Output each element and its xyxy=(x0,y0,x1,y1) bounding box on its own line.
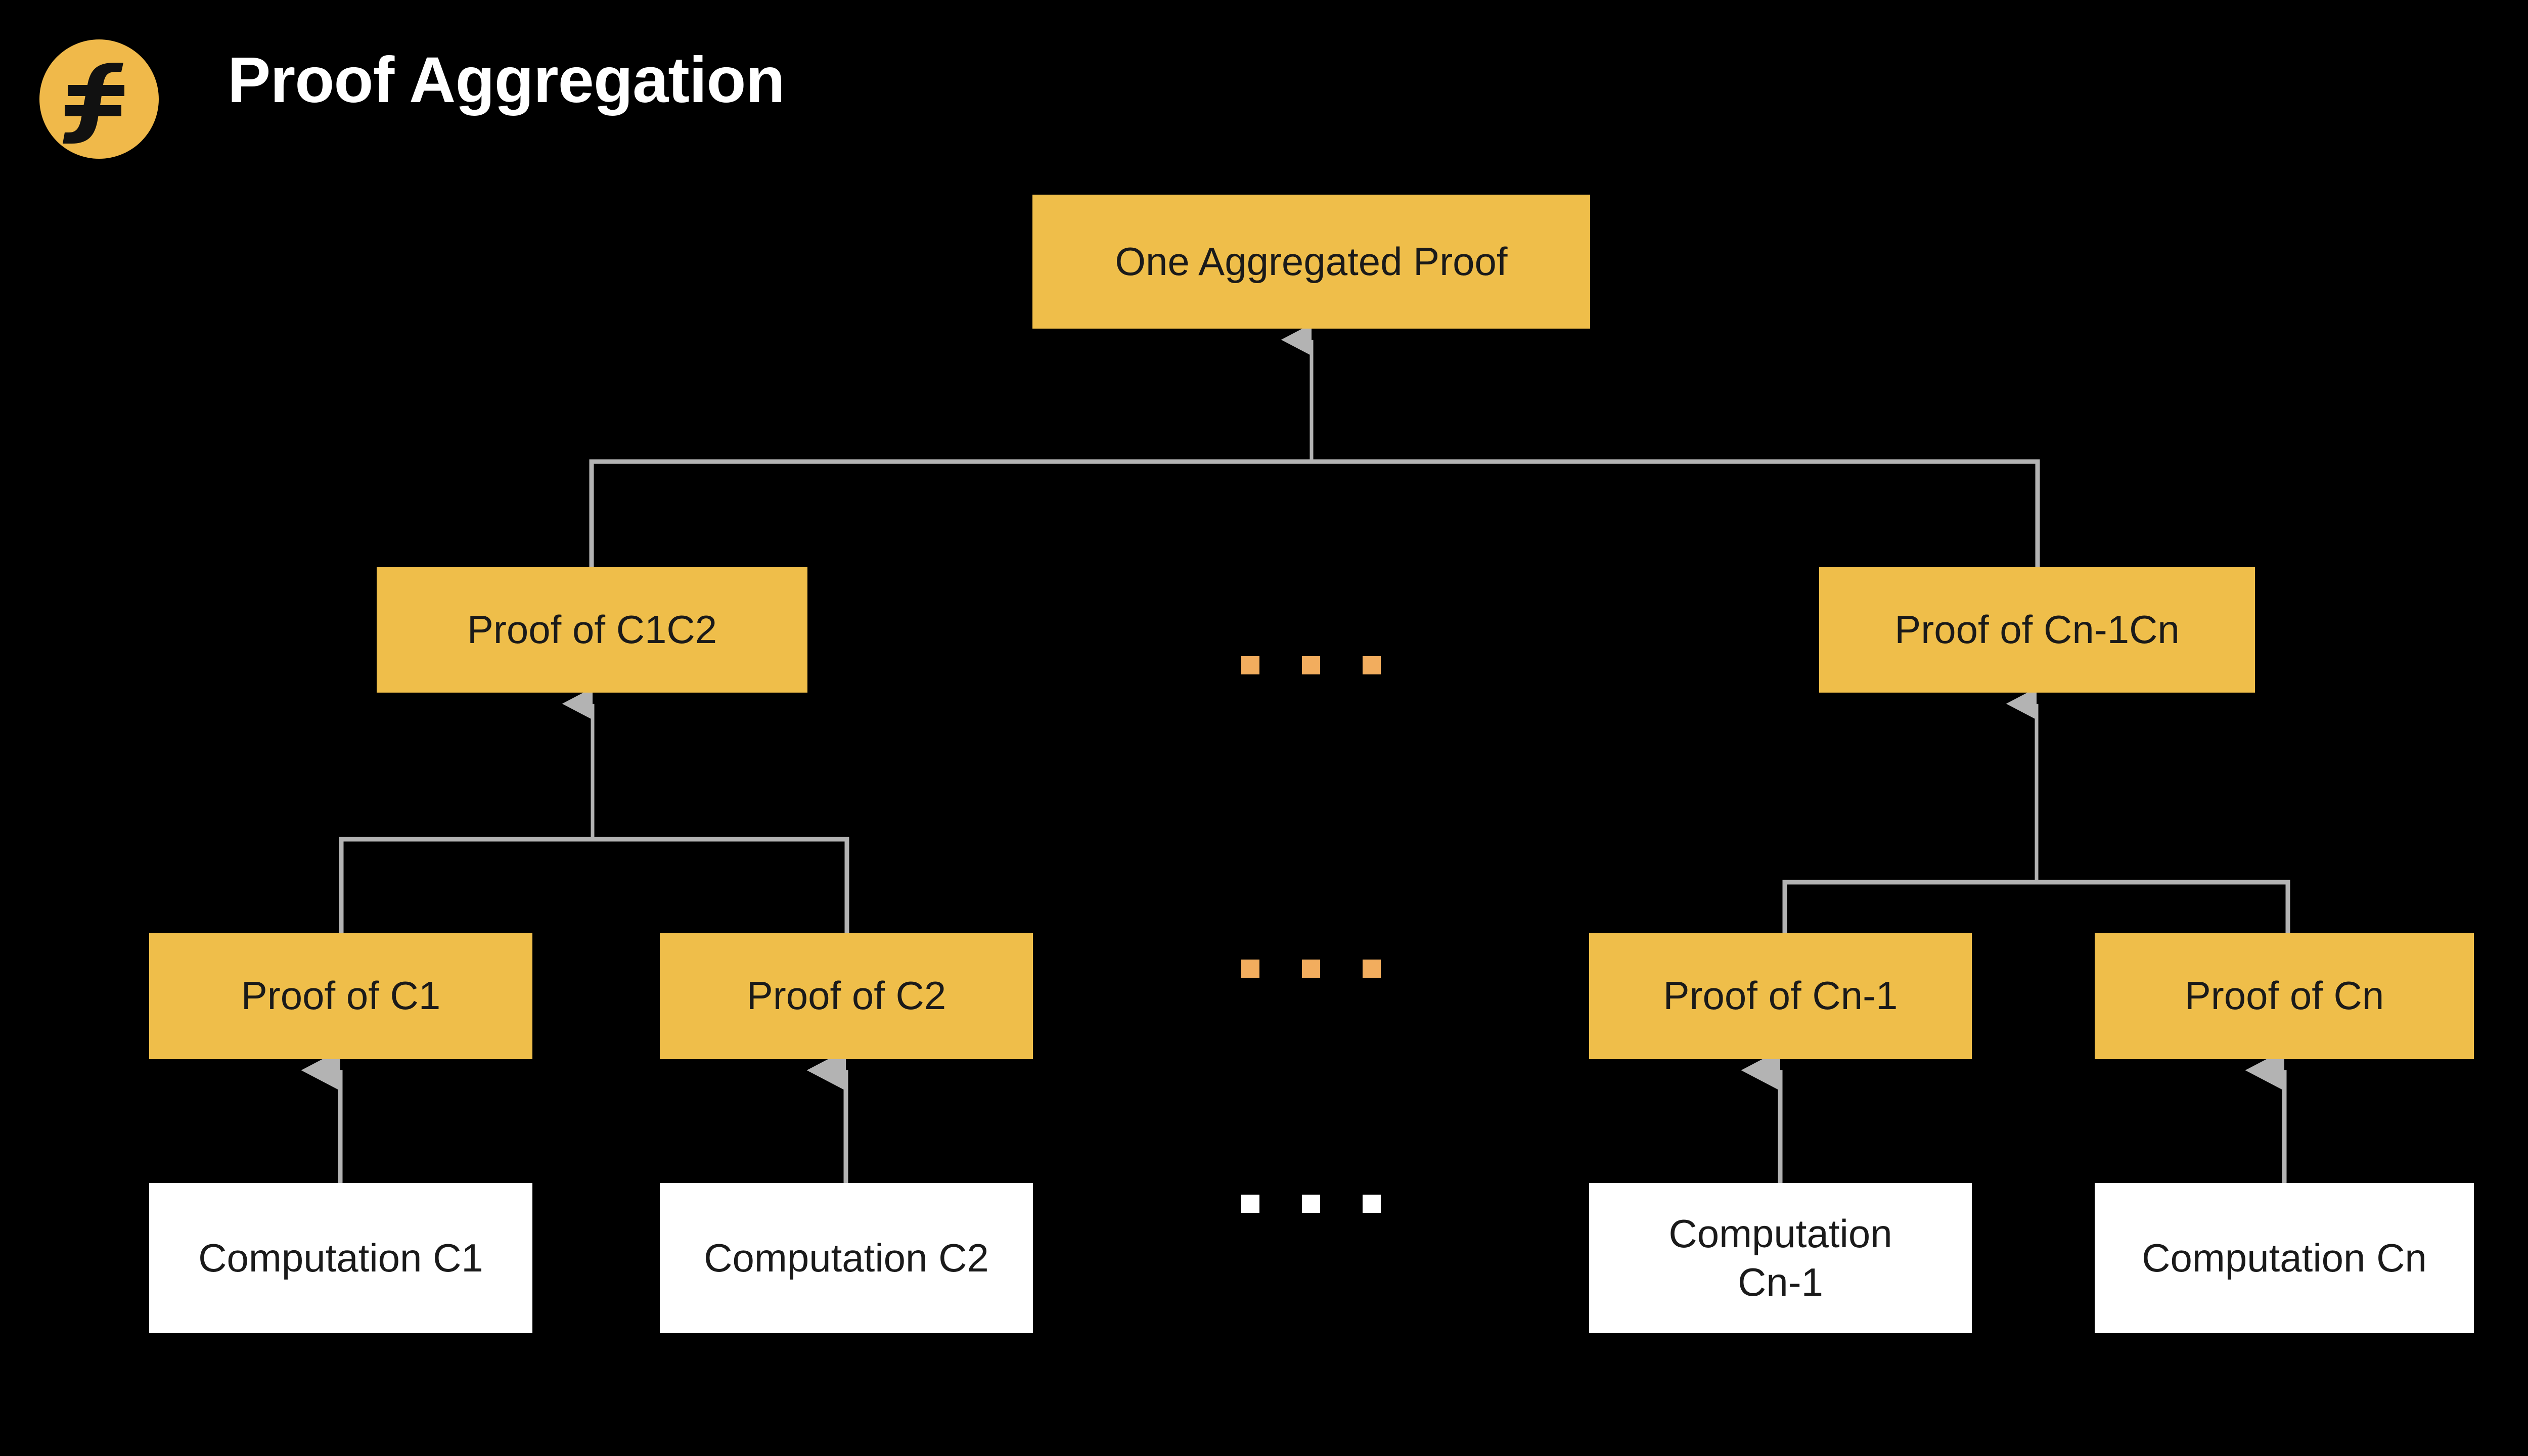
node-proof-of-cn[interactable]: Proof of Cn xyxy=(2095,933,2474,1059)
ellipsis-dot xyxy=(1241,960,1259,978)
node-proof-of-c1[interactable]: Proof of C1 xyxy=(149,933,532,1059)
ellipsis-dot xyxy=(1363,960,1381,978)
node-proof-of-c2[interactable]: Proof of C2 xyxy=(660,933,1033,1059)
connector-right-subtree-bus xyxy=(1782,880,2290,933)
ellipsis-dot xyxy=(1302,960,1320,978)
ellipsis-dot xyxy=(1302,656,1320,674)
ellipsis-level4 xyxy=(1241,1195,1381,1213)
filecoin-f-logo-icon xyxy=(39,39,159,159)
ellipsis-dot xyxy=(1363,1195,1381,1213)
header-bar: Proof Aggregation xyxy=(0,0,2528,167)
node-computation-c2[interactable]: Computation C2 xyxy=(660,1183,1033,1333)
ellipsis-level2 xyxy=(1241,656,1381,674)
node-proof-of-cn1cn[interactable]: Proof of Cn-1Cn xyxy=(1819,567,2255,693)
node-computation-cn1[interactable]: Computation Cn-1 xyxy=(1589,1183,1972,1333)
node-proof-of-cn1[interactable]: Proof of Cn-1 xyxy=(1589,933,1972,1059)
ellipsis-dot xyxy=(1363,656,1381,674)
node-computation-cn[interactable]: Computation Cn xyxy=(2095,1183,2474,1333)
ellipsis-dot xyxy=(1241,656,1259,674)
ellipsis-level3 xyxy=(1241,960,1381,978)
connector-left-subtree-bus xyxy=(339,837,849,933)
node-proof-of-c1c2[interactable]: Proof of C1C2 xyxy=(377,567,807,693)
page-title: Proof Aggregation xyxy=(228,44,785,116)
ellipsis-dot xyxy=(1241,1195,1259,1213)
node-one-aggregated-proof[interactable]: One Aggregated Proof xyxy=(1032,195,1590,329)
connector-level2-bus xyxy=(589,459,2040,567)
ellipsis-dot xyxy=(1302,1195,1320,1213)
node-computation-c1[interactable]: Computation C1 xyxy=(149,1183,532,1333)
